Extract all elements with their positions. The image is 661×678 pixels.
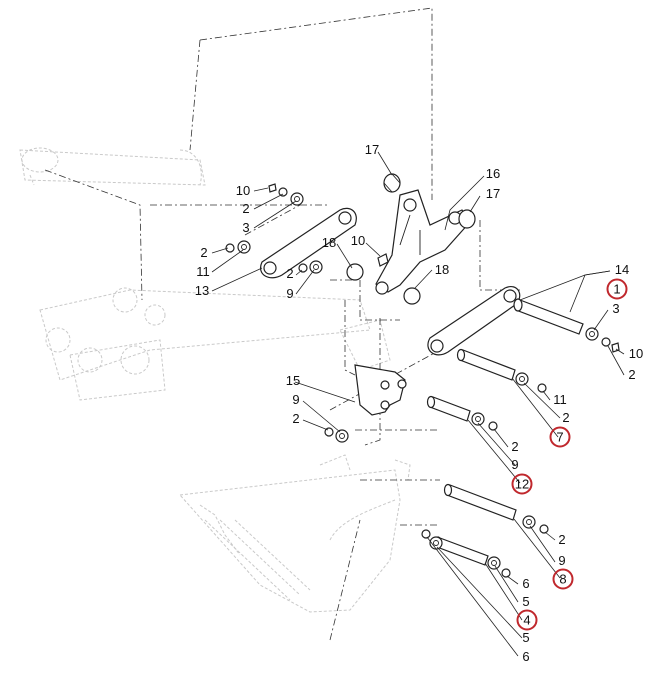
callout-9-pin12: 9 bbox=[511, 457, 519, 472]
pin-12 bbox=[426, 395, 498, 431]
callout-8-highlighted: 8 bbox=[552, 568, 574, 590]
bracket-15 bbox=[354, 364, 407, 416]
ghost-bucket bbox=[178, 454, 411, 613]
callout-10-center: 10 bbox=[350, 233, 366, 248]
callout-10-left: 10 bbox=[235, 183, 251, 198]
callout-13: 13 bbox=[194, 283, 210, 298]
link-14 bbox=[427, 286, 521, 356]
callout-3-right: 3 bbox=[612, 301, 620, 316]
callout-6-lower: 6 bbox=[522, 649, 530, 664]
callout-1-highlighted: 1 bbox=[606, 278, 628, 300]
callout-2-center: 2 bbox=[286, 266, 294, 281]
callout-2-pin8: 2 bbox=[558, 532, 566, 547]
callout-2-left-top: 2 bbox=[242, 201, 250, 216]
callout-11-right: 2 bbox=[562, 410, 570, 425]
callout-2-pin12: 2 bbox=[511, 439, 519, 454]
ghost-boom bbox=[19, 147, 206, 186]
callout-9-bracket: 9 bbox=[292, 392, 300, 407]
bushing-17b bbox=[458, 209, 476, 229]
callout-10-right: 10 bbox=[628, 346, 644, 361]
callout-2-bracket: 2 bbox=[292, 411, 300, 426]
callout-5-upper: 5 bbox=[522, 594, 530, 609]
callout-9-center: 9 bbox=[286, 286, 294, 301]
callout-14: 14 bbox=[614, 262, 630, 277]
bushing-18a bbox=[346, 263, 364, 281]
washers-pin-1 bbox=[585, 327, 620, 353]
pin-8 bbox=[443, 483, 549, 534]
callout-15: 15 bbox=[285, 373, 301, 388]
callout-3-left: 3 bbox=[242, 220, 250, 235]
callout-18-left: 18 bbox=[321, 235, 337, 250]
grease-fitting-10b bbox=[377, 253, 389, 267]
callout-7-highlighted: 7 bbox=[549, 426, 571, 448]
leader-lines bbox=[211, 151, 625, 657]
callout-4-highlighted: 4 bbox=[516, 609, 538, 631]
pin-1 bbox=[513, 298, 584, 335]
washers-left-link bbox=[225, 183, 323, 274]
callout-2-left-mid: 2 bbox=[200, 245, 208, 260]
callout-2-right-top: 2 bbox=[628, 367, 636, 382]
callout-16: 16 bbox=[485, 166, 501, 181]
link-assembly-16 bbox=[375, 189, 471, 295]
ghost-arm bbox=[39, 287, 391, 401]
callout-18-right: 18 bbox=[434, 262, 450, 277]
pin-7 bbox=[456, 348, 547, 393]
callout-12-highlighted: 12 bbox=[511, 473, 533, 495]
assembly-centerlines bbox=[44, 7, 520, 641]
callout-2-pin7: 11 bbox=[553, 392, 567, 407]
washers-bracket-15 bbox=[324, 427, 349, 443]
bushing-18b bbox=[403, 287, 421, 305]
link-13 bbox=[260, 207, 357, 279]
callout-17-right: 17 bbox=[485, 186, 501, 201]
callout-9-pin8: 9 bbox=[558, 553, 566, 568]
bushing-17a bbox=[383, 173, 401, 193]
callout-6-upper: 6 bbox=[522, 576, 530, 591]
pin-4 bbox=[421, 529, 511, 578]
callout-11-left: 11 bbox=[196, 264, 210, 279]
callout-17-upper: 17 bbox=[364, 142, 380, 157]
callout-5-lower: 5 bbox=[522, 630, 530, 645]
